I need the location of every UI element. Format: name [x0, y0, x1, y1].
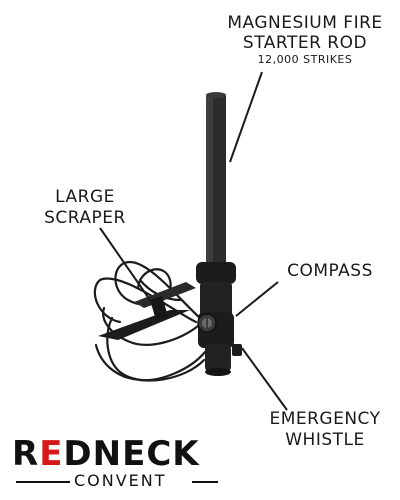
scraper	[98, 282, 196, 340]
logo-wordmark: REDNECK	[12, 436, 222, 472]
whistle-label-line-1: Emergency	[269, 409, 381, 429]
rod-label-line-2: Starter Rod	[242, 33, 368, 53]
compass-leader-line	[235, 281, 279, 317]
compass-icon	[197, 313, 217, 333]
logo-subtitle: CONVENT	[74, 471, 167, 490]
logo-wordmark-suffix: DNECK	[63, 434, 200, 474]
scraper-leader-line	[99, 227, 151, 301]
rod-label-line-1: Magnesium Fire	[227, 13, 383, 33]
logo-wordmark-accent: E	[39, 434, 64, 474]
scraper-label-line-1: Large	[55, 187, 115, 207]
whistle-leader-line	[241, 347, 288, 411]
whistle	[205, 344, 242, 376]
handle	[196, 262, 236, 348]
logo-wordmark-prefix: R	[12, 434, 40, 474]
magnesium-rod	[206, 92, 226, 266]
scraper-label-line-2: Scraper	[44, 208, 126, 228]
logo-rule-right	[192, 481, 218, 483]
whistle-label-line-2: Whistle	[285, 430, 365, 450]
rod-label-strikes: 12,000 Strikes	[257, 53, 353, 66]
compass-label: Compass	[287, 261, 373, 281]
rod-leader-line	[229, 71, 263, 163]
annotation-lines	[99, 71, 288, 411]
logo-rule-left	[16, 481, 70, 483]
redneck-convent-logo: REDNECK CONVENT	[12, 436, 222, 492]
